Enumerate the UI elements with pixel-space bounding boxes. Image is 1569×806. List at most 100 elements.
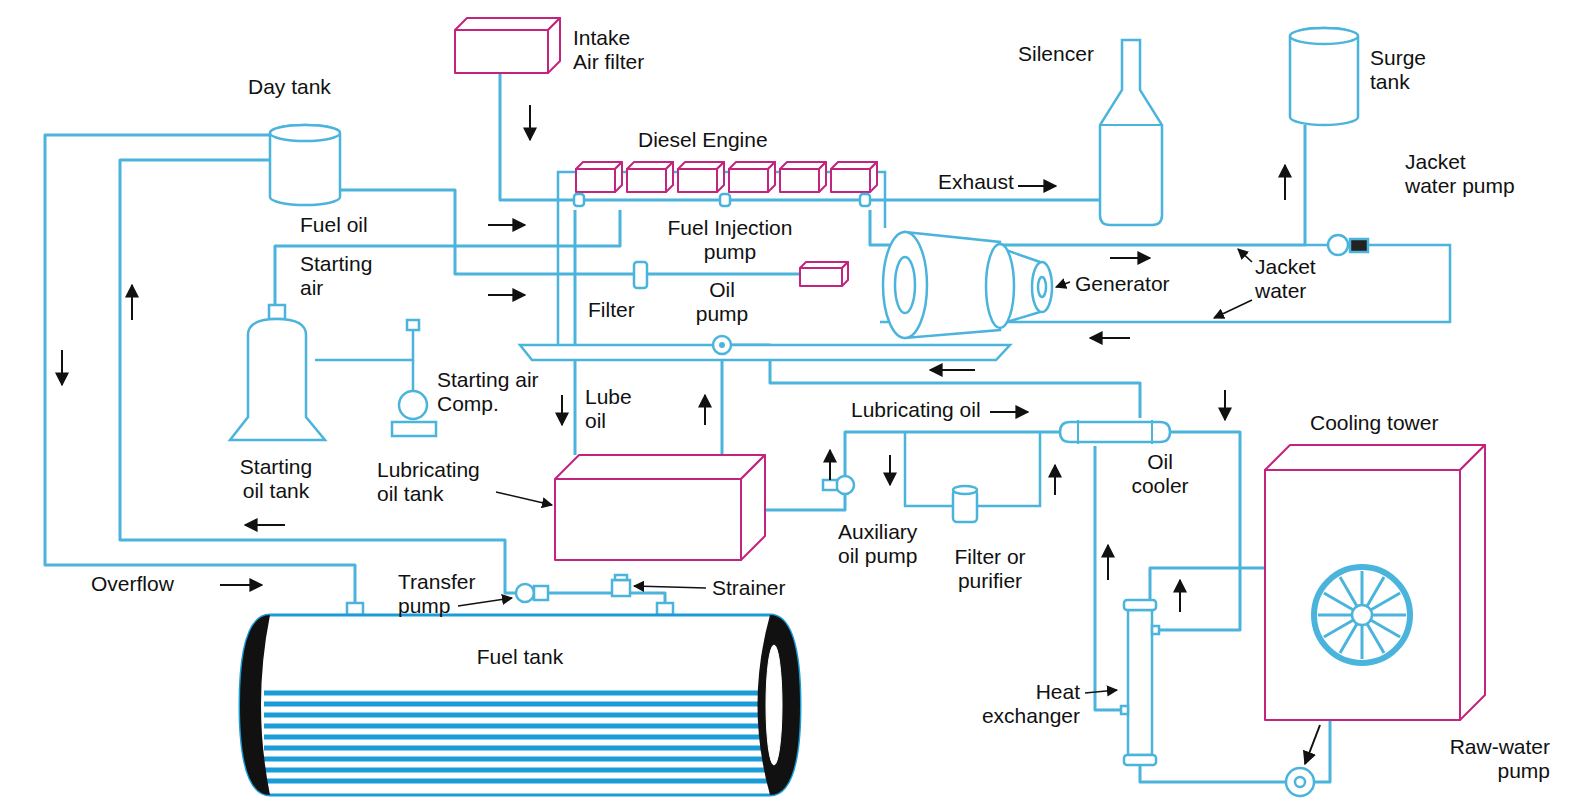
- pipe-connector: [721, 355, 724, 455]
- lube-oil-tank: Lubricating oil tank: [555, 455, 765, 560]
- pipe-connector: [765, 432, 1060, 510]
- component-label: Starting oil tank: [230, 455, 322, 503]
- leader-line: [634, 586, 706, 588]
- compressor-pipe: [315, 330, 413, 360]
- air-bottle-outline: [230, 305, 325, 440]
- component-label: Fuel Injection pump: [665, 216, 795, 264]
- air-filter: Intake Air filter: [455, 18, 560, 73]
- cooling-tower-outline: [1340, 624, 1357, 653]
- fuel-tank-outline: [264, 724, 776, 729]
- leader-line: [1214, 300, 1252, 318]
- flow-arrow: [829, 450, 831, 480]
- part-label: Strainer: [712, 576, 786, 600]
- surge-tank-outline: [1290, 28, 1358, 125]
- component-label: Oil cooler: [1120, 450, 1200, 498]
- pipe-connector: [340, 190, 800, 274]
- heat-exchanger-outline: [1128, 610, 1152, 755]
- pipe-connector: [870, 125, 1305, 245]
- diesel-engine-outline: [576, 169, 615, 192]
- component-label: Heat exchanger: [975, 680, 1080, 728]
- day-tank-outline: [270, 125, 340, 205]
- diesel-engine-outline: [831, 169, 870, 192]
- cooling-tower-outline: [1367, 624, 1384, 653]
- cooling-tower-outline: [1314, 567, 1410, 663]
- air-filter-outline: [548, 18, 560, 73]
- strainer-symbol: [612, 580, 630, 596]
- part-label: Auxiliary oil pump: [838, 520, 933, 568]
- tank-nozzle: [657, 603, 673, 615]
- day-tank: Day tank: [270, 125, 340, 205]
- transfer-pump-symbol: [516, 584, 534, 602]
- injection-pump-outline: [800, 268, 842, 286]
- flow-arrow: [529, 105, 531, 140]
- pipe-connector: [880, 199, 1100, 202]
- fuel-tank-outline: [758, 615, 801, 795]
- auxiliary-pump-symbol: [836, 476, 854, 494]
- oil-cooler: Oil cooler: [1060, 418, 1170, 446]
- air-bottle-outline: [230, 319, 325, 440]
- generator: [883, 232, 1052, 338]
- flow-arrow: [1018, 185, 1056, 187]
- flow-arrow: [1054, 465, 1056, 495]
- filter-symbol: [634, 262, 647, 288]
- lube-oil-tank-outline: [741, 455, 765, 560]
- cooling-tower-outline: [1361, 571, 1364, 605]
- generator: [1038, 277, 1046, 297]
- diesel-engine-outline: [729, 162, 775, 192]
- injection-pump-outline: [800, 262, 848, 286]
- part-label: Transfer pump: [398, 570, 488, 618]
- heat-exchanger: Heat exchanger: [1120, 600, 1160, 765]
- compressor-symbol: [399, 391, 427, 419]
- silencer-outline: [1100, 124, 1162, 126]
- cooling-tower-outline: [1265, 445, 1485, 720]
- component-label: Surge tank: [1370, 46, 1440, 94]
- heat-exchanger-outline: [1124, 755, 1156, 765]
- heat-exchanger-outline: [1121, 706, 1128, 714]
- oil-pump: Oil pump: [712, 335, 732, 355]
- component-label: Oil pump: [692, 278, 752, 326]
- silencer-outline: [1100, 40, 1162, 225]
- diesel-engine-outline: [678, 169, 717, 192]
- cooling-tower-outline: [1324, 620, 1353, 637]
- leader-line: [1085, 690, 1117, 693]
- flow-arrow: [1305, 725, 1320, 764]
- fuel-tank-outline: [264, 691, 776, 696]
- cooling-tower-outline: [1460, 445, 1485, 720]
- diesel-engine-outline: [615, 162, 622, 192]
- cooling-tower-outline: [1372, 614, 1406, 617]
- component-label: Intake Air filter: [573, 26, 653, 74]
- cooling-tower-outline: [1324, 593, 1353, 610]
- lube-oil-tank-outline: [555, 455, 765, 479]
- diesel-engine-outline: [570, 162, 880, 206]
- fuel-tank-outline: [264, 779, 776, 784]
- flow-arrow: [1110, 257, 1150, 259]
- lube-oil-tank-outline: [555, 455, 765, 560]
- component-label: Fuel tank: [240, 645, 800, 669]
- oil-pump-outline: [713, 336, 731, 354]
- oil-cooler-outline: [1060, 418, 1170, 446]
- surge-tank-outline: [1290, 28, 1358, 44]
- component-label: Silencer: [1018, 42, 1094, 66]
- part-label: Fuel oil: [300, 213, 368, 237]
- fuel-tank-outline: [240, 615, 800, 795]
- diesel-engine-outline: [627, 162, 673, 192]
- leader-line: [1238, 249, 1252, 262]
- cooling-tower-outline: [1361, 625, 1364, 659]
- day-tank-outline: [270, 125, 340, 205]
- cooling-tower-outline: [1318, 614, 1352, 617]
- tank-nozzle: [347, 603, 363, 615]
- part-label: Jacket water pump: [1405, 150, 1521, 198]
- heat-exchanger-outline: [1152, 626, 1159, 634]
- oil-cooler-outline: [1151, 420, 1153, 444]
- leader-line: [496, 492, 552, 505]
- generator: [883, 232, 927, 338]
- fuel-tank-outline: [264, 713, 776, 718]
- engine-frame: [558, 172, 885, 345]
- lube-oil-tank-outline: [555, 455, 765, 560]
- flow-arrow: [488, 224, 525, 226]
- surge-tank-outline: [1290, 28, 1358, 125]
- compressor-symbol: [392, 422, 436, 436]
- flow-arrow: [1107, 545, 1109, 580]
- generator: [1032, 262, 1052, 312]
